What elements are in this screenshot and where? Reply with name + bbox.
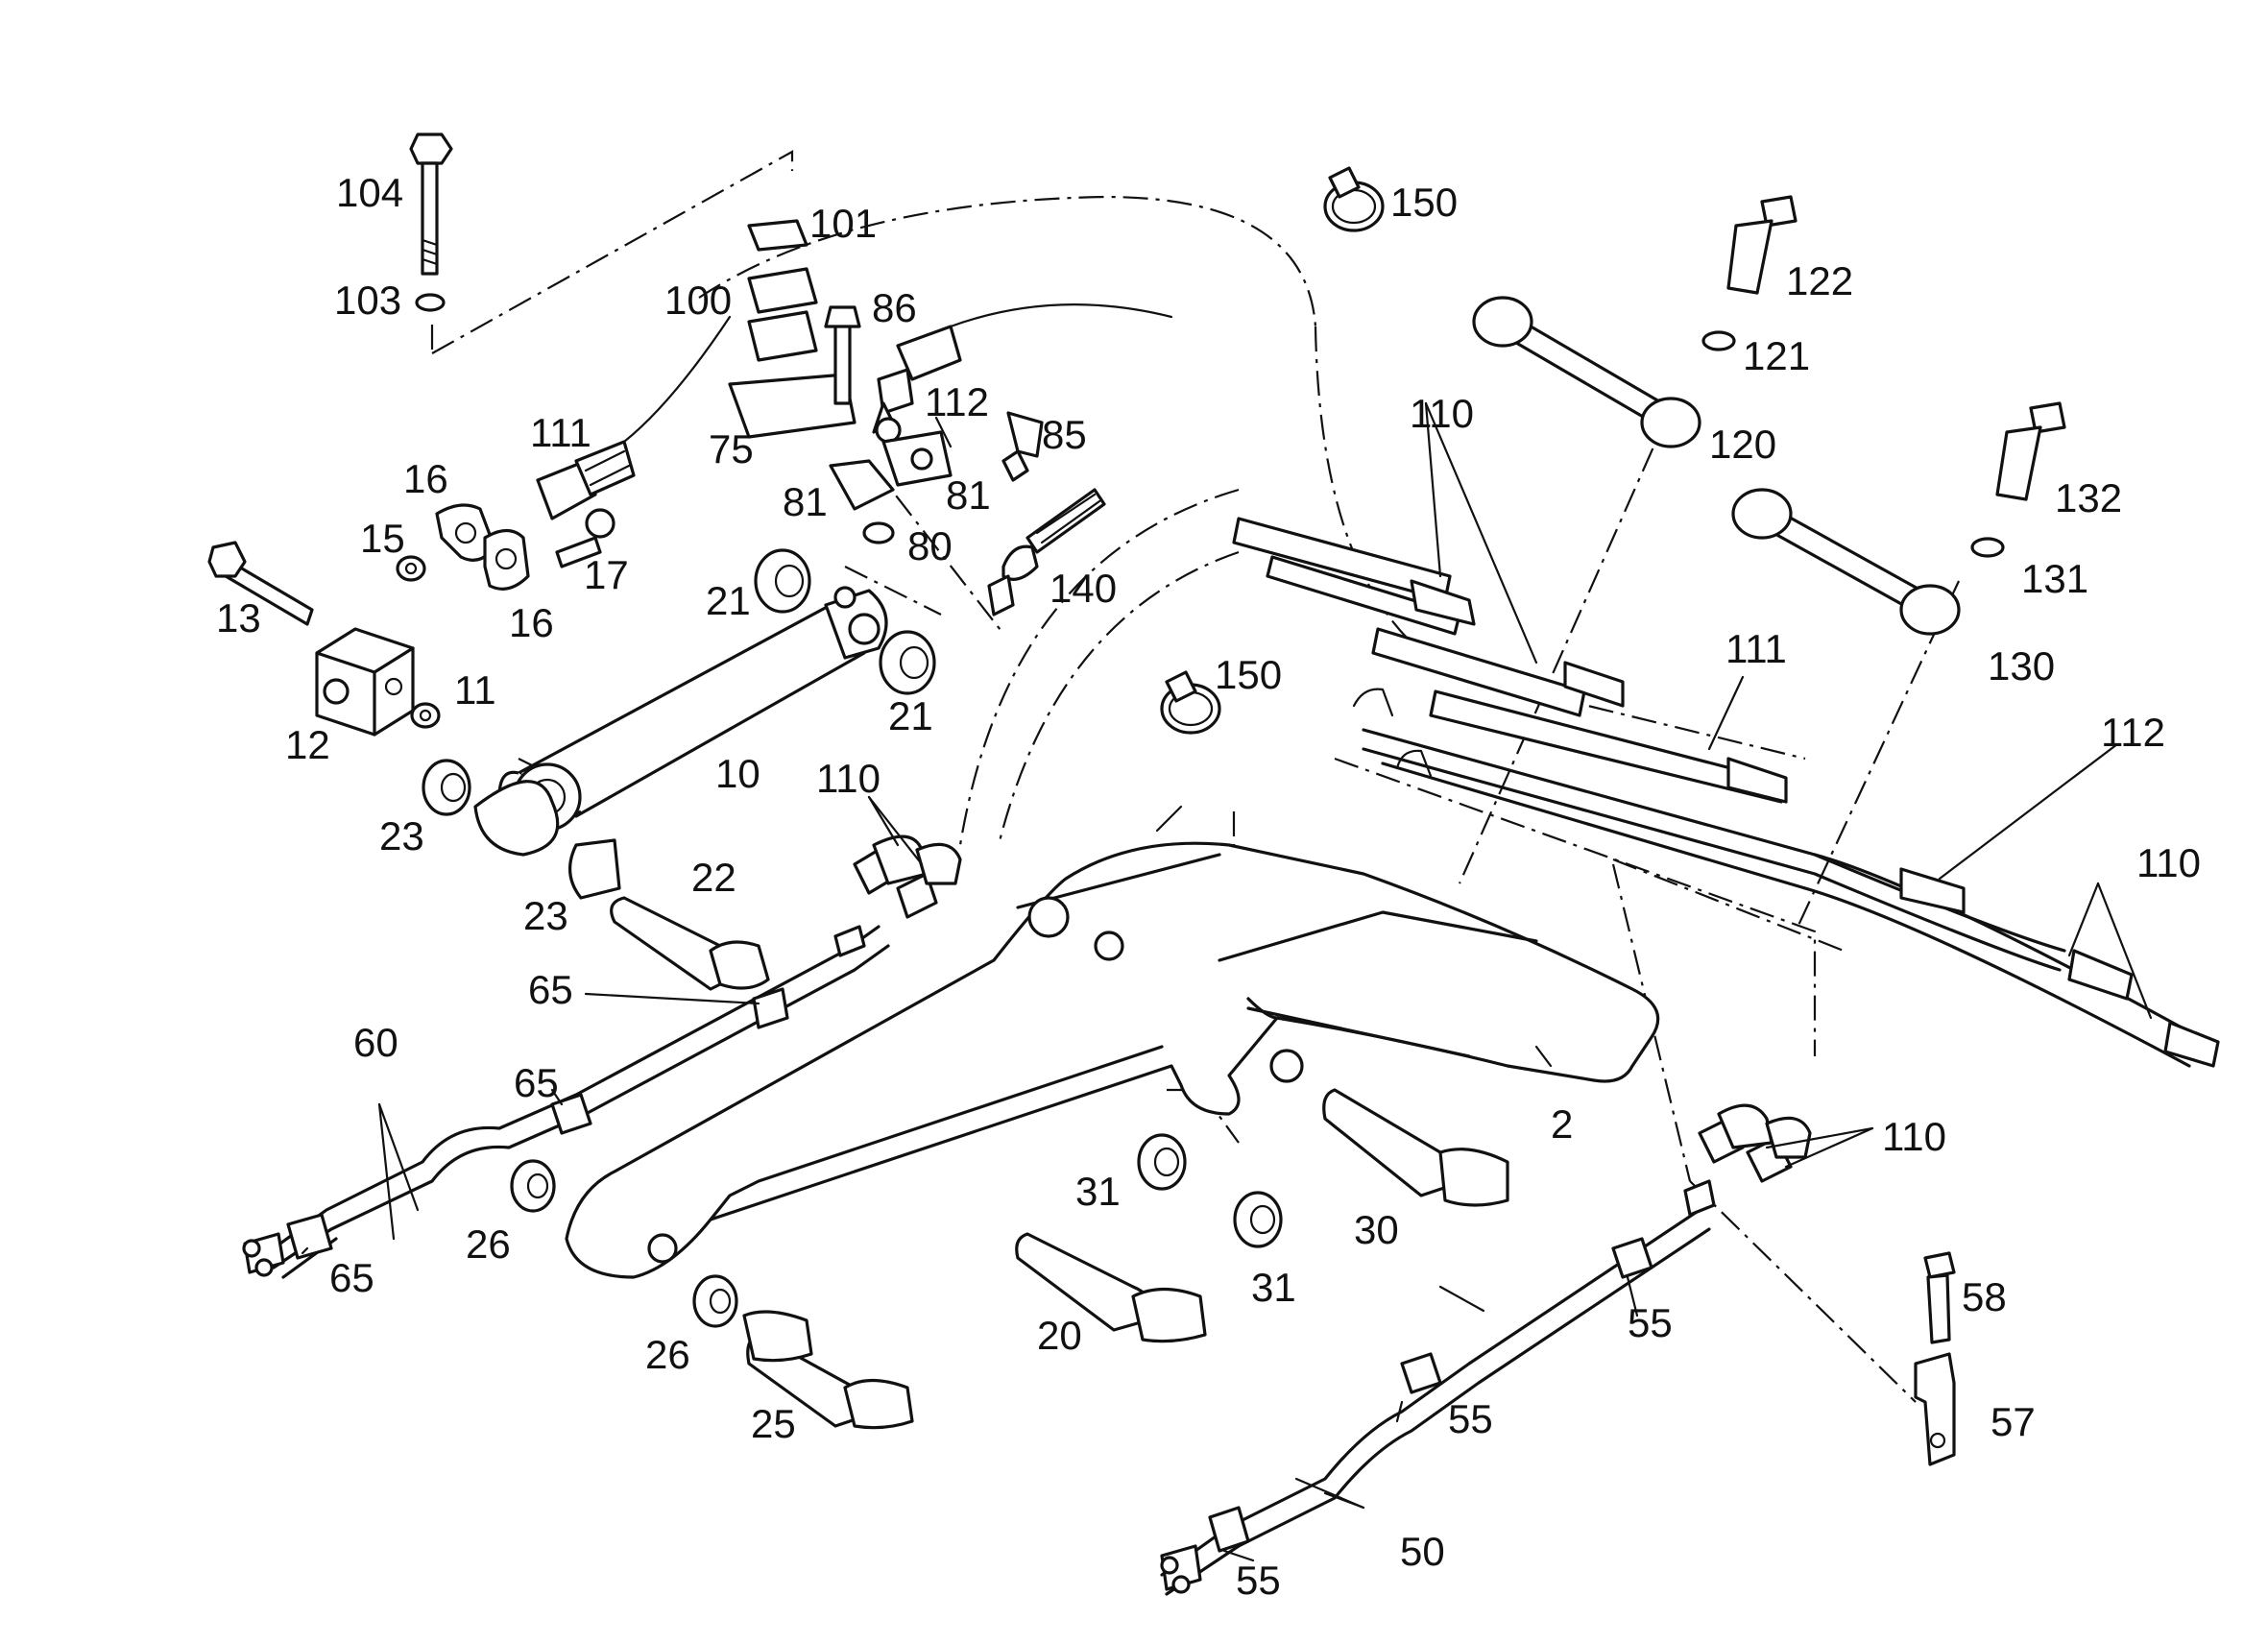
label-31-right: 31 <box>1251 1265 1296 1310</box>
label-110-right-top: 110 <box>2136 840 2201 885</box>
hose-fittings <box>536 303 1173 544</box>
label-110-right-bottom: 110 <box>1882 1114 1946 1159</box>
label-100: 100 <box>664 278 732 323</box>
label-55-mid: 55 <box>1448 1396 1493 1441</box>
left-lines <box>242 925 890 1279</box>
label-120: 120 <box>1709 422 1776 467</box>
label-21-left: 21 <box>706 578 751 623</box>
bushings <box>422 548 1283 1328</box>
label-81-right: 81 <box>946 472 991 518</box>
boom-pipes <box>1232 517 2220 1068</box>
label-111-right: 111 <box>1725 626 1787 671</box>
label-15: 15 <box>360 516 405 561</box>
label-16-top: 16 <box>403 456 448 501</box>
label-10: 10 <box>715 751 760 796</box>
label-20: 20 <box>1037 1313 1082 1358</box>
valve-block <box>207 541 415 737</box>
clamp-assembly <box>728 219 861 439</box>
callout-labels: 104 103 101 100 86 111 75 112 85 81 81 8… <box>216 170 2201 1603</box>
label-65-mid: 65 <box>514 1060 559 1105</box>
label-50: 50 <box>1400 1529 1445 1574</box>
label-80: 80 <box>907 523 953 568</box>
flange-parts <box>396 503 615 729</box>
label-30: 30 <box>1354 1207 1399 1252</box>
label-140: 140 <box>1050 566 1117 611</box>
links <box>1472 195 2066 636</box>
label-103: 103 <box>334 278 401 323</box>
label-11: 11 <box>454 667 496 713</box>
label-60: 60 <box>353 1020 398 1065</box>
label-31-left: 31 <box>1075 1169 1121 1214</box>
label-55-top: 55 <box>1628 1300 1673 1345</box>
fittings-110-left <box>853 834 962 919</box>
leader-lines <box>301 401 2153 1562</box>
label-150-mid: 150 <box>1215 652 1282 697</box>
label-110-left: 110 <box>816 756 881 801</box>
label-13: 13 <box>216 595 261 641</box>
hydraulic-cylinder <box>473 586 888 857</box>
label-101: 101 <box>809 201 877 246</box>
label-26-left: 26 <box>466 1221 511 1267</box>
bolt-104 <box>409 133 453 312</box>
label-110-top: 110 <box>1410 391 1474 436</box>
label-65-top: 65 <box>528 967 573 1012</box>
label-130: 130 <box>1988 643 2055 689</box>
label-58: 58 <box>1962 1274 2007 1319</box>
label-111-top: 111 <box>530 410 591 455</box>
bracket-57 <box>1914 1251 1956 1466</box>
label-131: 131 <box>2021 556 2088 601</box>
label-85: 85 <box>1042 412 1087 457</box>
label-65-bottom: 65 <box>329 1255 374 1300</box>
right-lines <box>1160 1179 1716 1596</box>
hose-clamps <box>1160 166 1385 735</box>
label-112-top: 112 <box>925 379 989 424</box>
label-75: 75 <box>709 426 754 471</box>
label-12: 12 <box>285 722 330 767</box>
label-81-left: 81 <box>783 479 828 524</box>
label-17: 17 <box>584 552 629 597</box>
label-57: 57 <box>1991 1399 2036 1444</box>
label-121: 121 <box>1743 333 1810 378</box>
label-55-bottom: 55 <box>1236 1558 1281 1603</box>
label-150-top: 150 <box>1390 180 1458 225</box>
label-104: 104 <box>336 170 403 215</box>
hose-140 <box>987 488 1106 616</box>
label-21-right: 21 <box>888 693 933 738</box>
label-112-right: 112 <box>2101 710 2165 755</box>
boom-arm <box>565 841 1660 1279</box>
label-122: 122 <box>1786 258 1853 303</box>
label-26-bottom: 26 <box>645 1332 690 1377</box>
label-2: 2 <box>1551 1101 1573 1147</box>
fittings-110-right <box>1698 1103 1812 1183</box>
label-23-bottom: 23 <box>523 893 568 938</box>
label-86: 86 <box>872 285 917 330</box>
label-23-top: 23 <box>379 813 424 858</box>
label-16-bottom: 16 <box>509 600 554 645</box>
label-25: 25 <box>751 1401 796 1446</box>
pins <box>610 896 1509 1430</box>
label-132: 132 <box>2055 475 2122 520</box>
label-22: 22 <box>691 855 736 900</box>
